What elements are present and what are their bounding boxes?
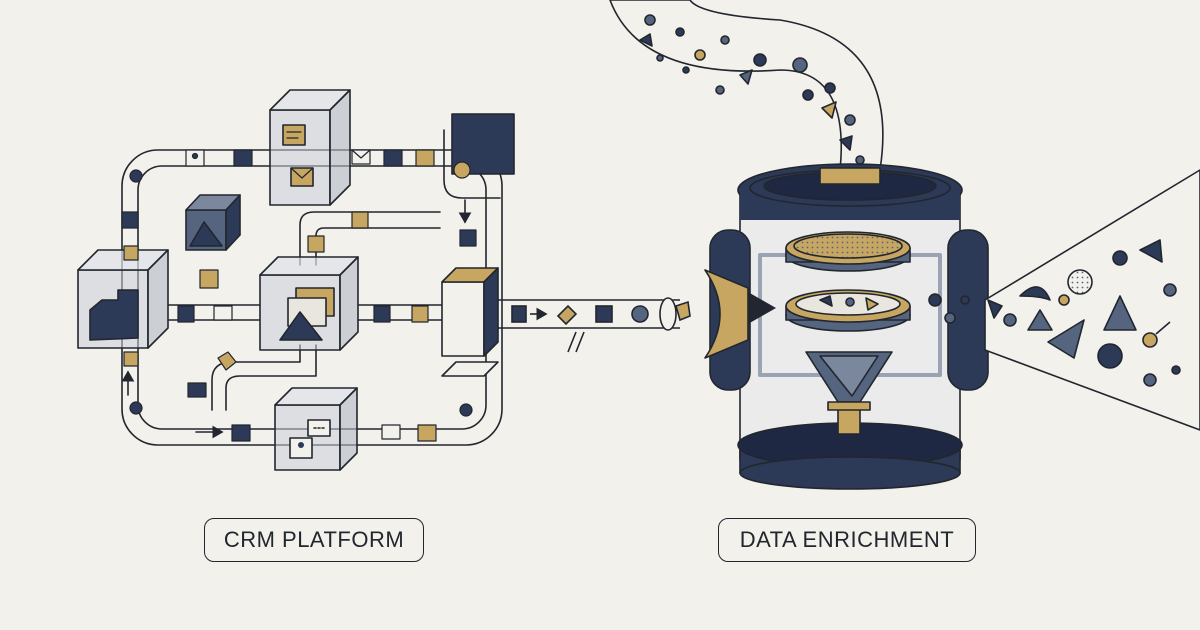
- settings-icon: [459, 229, 477, 247]
- crm-module-cube: [77, 249, 169, 349]
- crm-module-cube: [274, 387, 358, 471]
- settings-icon: [199, 269, 219, 289]
- contact-card-icon: [231, 424, 251, 442]
- crm-platform-diagram: [77, 89, 515, 471]
- crm-output-panel: [443, 113, 515, 199]
- mail-icon: [381, 424, 401, 440]
- enriched-data-output: [928, 169, 1200, 431]
- phone-icon: [417, 424, 437, 442]
- data-enrichment-label: DATA ENRICHMENT: [718, 518, 976, 562]
- data-enrichment-diagram: [609, 0, 1200, 490]
- connector-tube: [498, 297, 691, 353]
- contact-card-icon: [373, 305, 391, 323]
- crm-junction-box: [441, 267, 499, 377]
- crm-module-cube: [259, 256, 359, 351]
- crm-platform-label: CRM PLATFORM: [204, 518, 424, 562]
- note-icon: [351, 211, 369, 229]
- crm-data-block: [185, 194, 241, 251]
- note-icon: [307, 235, 325, 253]
- crm-data-tokens: [121, 149, 477, 442]
- crm-module-cube: [269, 89, 351, 206]
- gem-icon: [805, 351, 893, 435]
- filter-icon: [785, 231, 911, 332]
- note-icon: [123, 351, 139, 367]
- check-icon: [383, 149, 403, 167]
- contact-card-icon: [233, 149, 253, 167]
- contact-card-icon: [121, 211, 139, 229]
- phone-icon: [453, 161, 471, 179]
- mail-icon: [213, 305, 233, 321]
- raw-data-stream: [609, 0, 884, 171]
- chart-icon: [177, 305, 195, 323]
- message-icon: [282, 124, 306, 146]
- phone-icon: [415, 149, 435, 167]
- note-icon: [411, 305, 429, 323]
- note-icon: [123, 245, 139, 261]
